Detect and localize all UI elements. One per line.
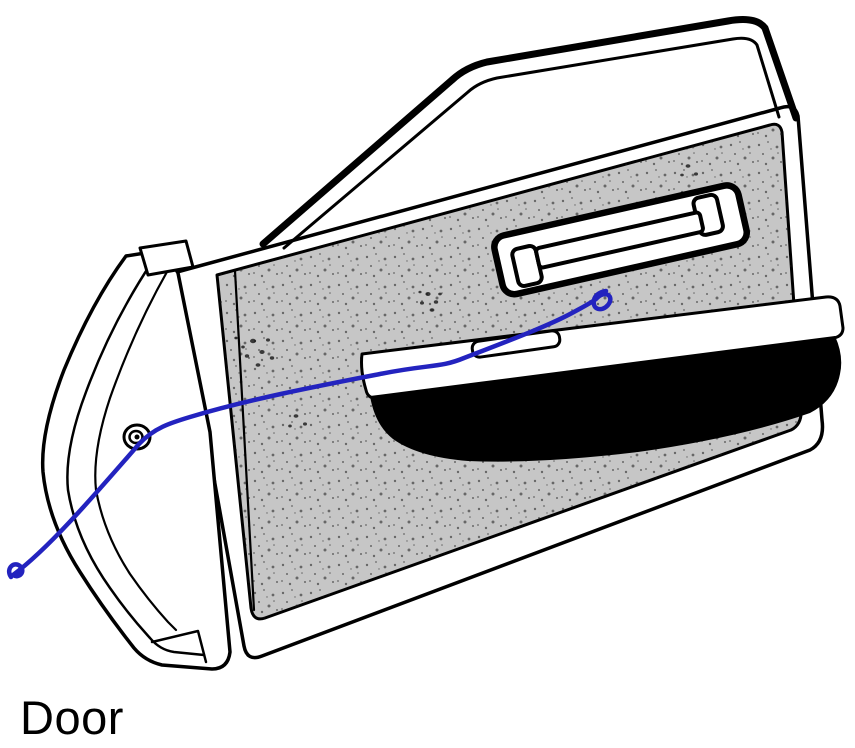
front-edge — [40, 239, 232, 671]
hinge-tab — [138, 239, 195, 277]
handle-bar — [534, 210, 705, 270]
speckle-clusters — [234, 164, 698, 428]
pull-handle — [491, 182, 750, 298]
trim-crease — [233, 269, 256, 612]
pocket-shadow — [370, 336, 842, 462]
blue-scribble-annotation — [6, 288, 613, 580]
bottom-step — [150, 629, 208, 664]
door-inner-panel — [215, 122, 803, 621]
window-frame — [259, 16, 800, 250]
figure-caption: Door — [20, 691, 124, 744]
armrest — [360, 295, 845, 462]
